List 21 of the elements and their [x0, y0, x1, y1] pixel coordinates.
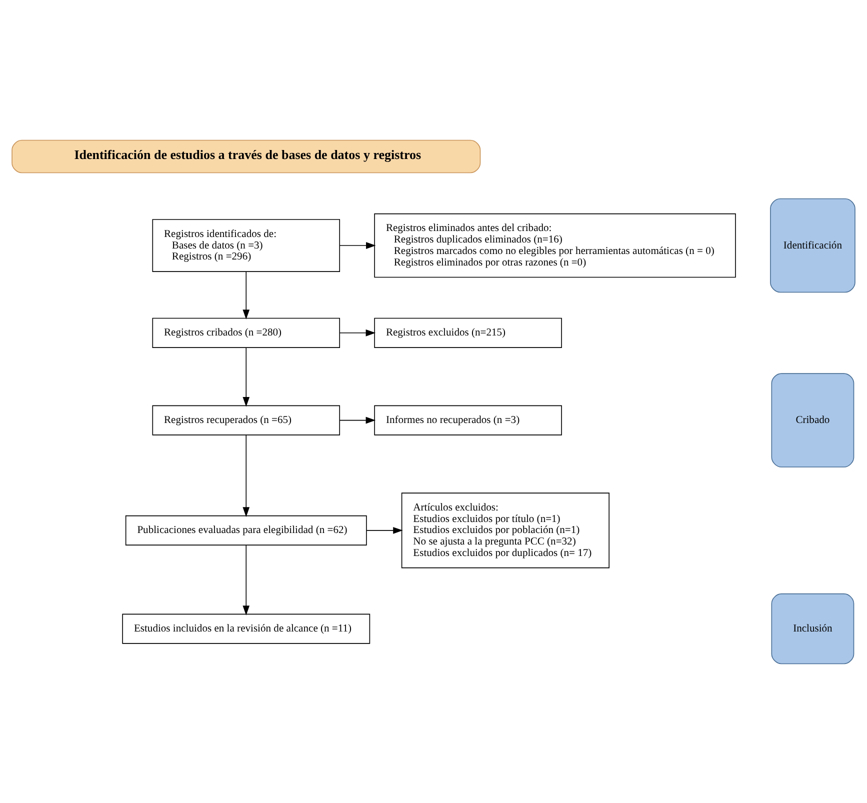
node-box: Estudios incluidos en la revisión de alcance (n =11): [122, 613, 370, 644]
node-box: Registros cribados (n =280): [152, 317, 340, 348]
node-box: Registros eliminados antes del cribado: Registros duplicados eliminados (n=16) Registros marcados como no elegibles por herramientas automáticas (n = 0) Registros eliminados por otras razones (n =0): [374, 212, 736, 278]
node-box: Publicaciones evaluadas para elegibilidad (n =62): [125, 514, 367, 545]
node-box: Identificación de estudios a través de bases de datos y registros: [12, 139, 481, 173]
arrow: [339, 416, 376, 424]
arrow: [242, 434, 250, 516]
node-box: Inclusión: [771, 592, 854, 664]
node-box: Identificación: [770, 198, 856, 292]
arrow: [242, 544, 250, 615]
node-box: Artículos excluidos: Estudios excluidos por título (n=1) Estudios excluidos por población (n=1) No se ajusta a la pregunta PCC (n=32) Estudios excluidos por duplicados (n= 17): [401, 492, 610, 568]
node-box: Registros recuperados (n =65): [152, 404, 340, 435]
arrow: [339, 328, 376, 336]
node-box: Informes no recuperados (n =3): [374, 404, 562, 435]
node-box: Registros excluidos (n=215): [374, 317, 562, 348]
arrow: [339, 242, 376, 248]
arrow: [366, 526, 403, 534]
node-box: Registros identificados de: Bases de datos (n =3) Registros (n =296): [152, 218, 340, 272]
arrow: [242, 346, 250, 406]
arrow: [242, 270, 250, 319]
node-box: Cribado: [771, 372, 854, 467]
